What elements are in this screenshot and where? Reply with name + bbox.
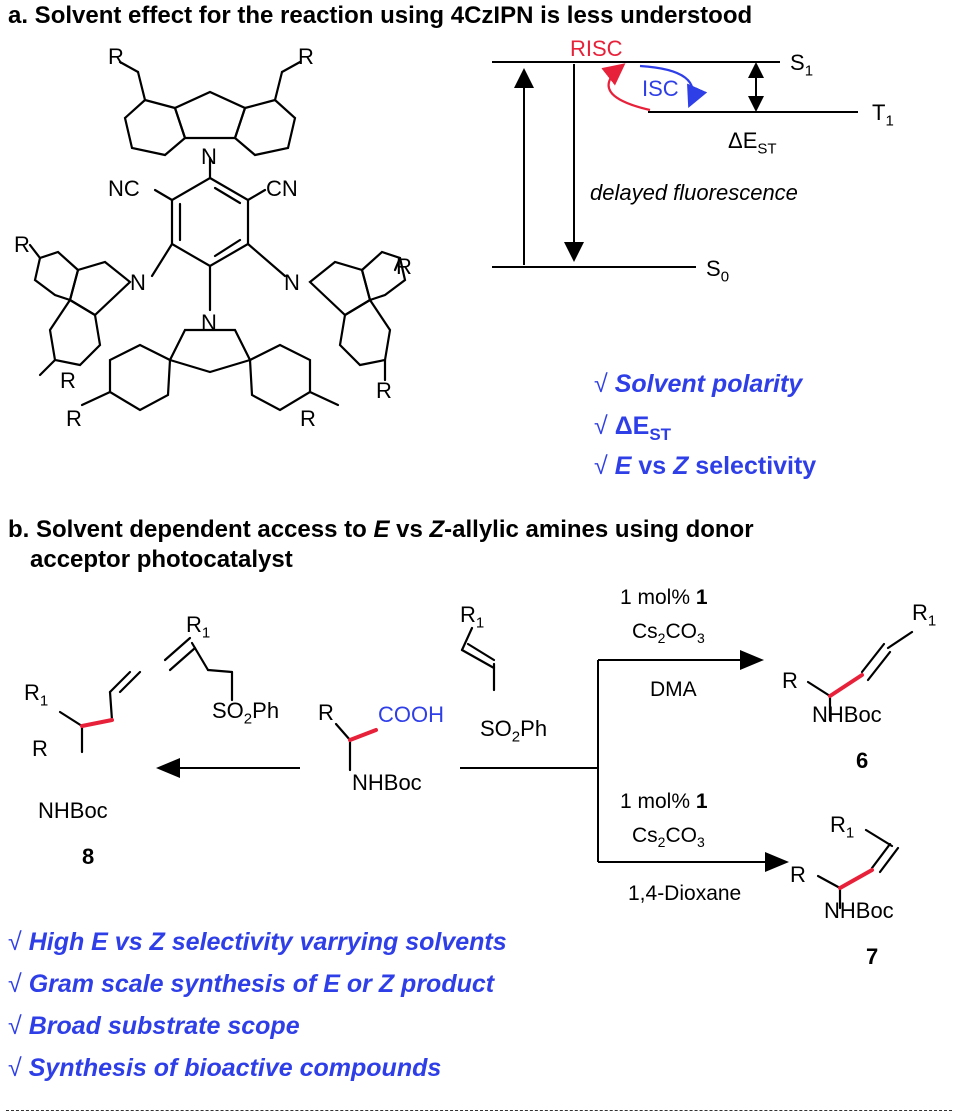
risc-label: RISC <box>570 36 623 61</box>
mol-n-label: N <box>130 270 146 295</box>
reactant-nhboc: NHBoc <box>352 770 422 795</box>
reactant-r: R <box>318 700 334 725</box>
cond-top-base: Cs2CO3 <box>632 620 705 647</box>
p7-r: R <box>790 862 806 887</box>
mol-r-label: R <box>14 232 30 257</box>
mol-r-label: R <box>66 406 82 431</box>
mol-n-label: N <box>284 270 300 295</box>
mol-r-label: R <box>300 406 316 431</box>
p8-r1: R1 <box>24 680 49 710</box>
s1-label: S1 <box>790 50 814 80</box>
mol-r-label: R <box>376 378 392 403</box>
cond-top-solvent: DMA <box>650 678 697 701</box>
delta-est-label: ΔEST <box>728 128 777 158</box>
mol-r-label: R <box>108 44 124 69</box>
check-delta-est: √ ΔEST <box>594 412 672 444</box>
check-bioactive: √ Synthesis of bioactive compounds <box>8 1054 442 1082</box>
vinyl-so2ph: SO2Ph <box>480 716 548 746</box>
mol-n-label: N <box>201 310 217 335</box>
allyl-so2ph: SO2Ph <box>212 698 280 728</box>
p8-number: 8 <box>82 844 95 869</box>
cond-bottom-base: Cs2CO3 <box>632 824 705 851</box>
mol-r-label: R <box>396 254 412 279</box>
check-gram-scale: √ Gram scale synthesis of E or Z product <box>8 970 495 998</box>
p6-r1: R1 <box>912 600 937 630</box>
mol-nc-label: NC <box>108 176 140 201</box>
mol-cn-label: CN <box>266 176 298 201</box>
p6-number: 6 <box>856 748 869 773</box>
reactant-cooh: COOH <box>378 702 444 727</box>
t1-label: T1 <box>872 100 894 130</box>
p8-nhboc: NHBoc <box>38 798 108 823</box>
cond-top-catalyst: 1 mol% 1 <box>620 586 708 609</box>
mol-r-label: R <box>298 44 314 69</box>
mol-r-label: R <box>60 368 76 393</box>
check-ez-selectivity: √ E vs Z selectivity <box>594 452 817 480</box>
bottom-divider <box>6 1110 952 1111</box>
section-a-title: a. Solvent effect for the reaction using… <box>8 2 753 29</box>
cond-bottom-catalyst: 1 mol% 1 <box>620 790 708 813</box>
p6-r: R <box>782 668 798 693</box>
delayed-fluorescence-label: delayed fluorescence <box>590 180 798 205</box>
p7-nhboc: NHBoc <box>824 898 894 923</box>
check-solvent-polarity: √ Solvent polarity <box>594 370 803 398</box>
cond-bottom-solvent: 1,4-Dioxane <box>628 882 742 905</box>
mol-n-label: N <box>201 144 217 169</box>
section-b-title-line1: b. Solvent dependent access to E vs Z-al… <box>8 516 754 543</box>
p7-r1: R1 <box>830 812 855 842</box>
section-b-title-line2: acceptor photocatalyst <box>30 546 293 573</box>
check-high-ez: √ High E vs Z selectivity varrying solve… <box>8 928 507 956</box>
p8-r: R <box>32 736 48 761</box>
vinyl-r1: R1 <box>460 602 485 632</box>
allyl-r1: R1 <box>186 612 211 642</box>
p6-nhboc: NHBoc <box>812 702 882 727</box>
s0-label: S0 <box>706 256 730 286</box>
isc-label: ISC <box>642 76 679 101</box>
p7-number: 7 <box>866 944 879 969</box>
check-broad-scope: √ Broad substrate scope <box>8 1012 300 1040</box>
